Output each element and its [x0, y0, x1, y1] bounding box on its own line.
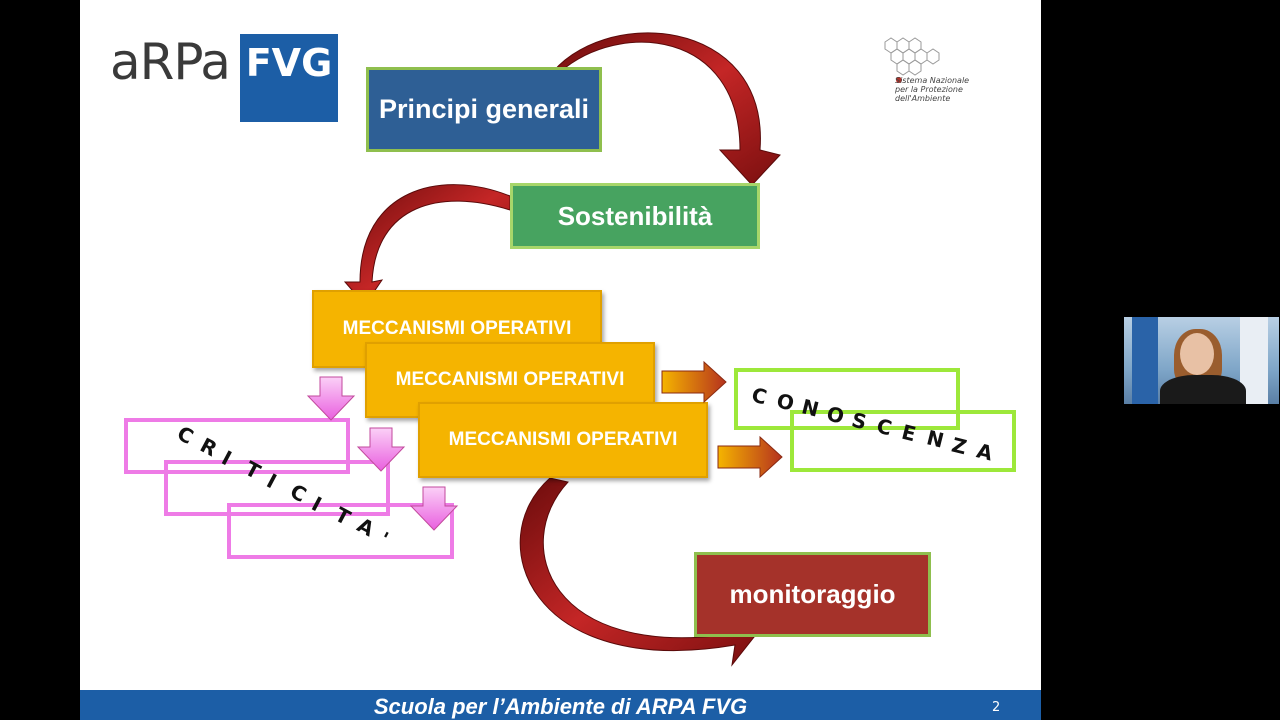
presenter-body — [1160, 375, 1246, 404]
criticita-frame-3 — [227, 503, 454, 559]
arpa-fvg-logo: aRPa FVG — [110, 34, 340, 124]
right-arrow-1 — [661, 360, 727, 404]
straight-arrows — [306, 360, 783, 531]
presenter-face — [1180, 333, 1214, 375]
down-arrow-3 — [409, 486, 459, 531]
logo-fvg-box: FVG — [240, 34, 338, 122]
monitoraggio-box: monitoraggio — [694, 552, 931, 637]
down-arrow-1 — [306, 376, 356, 421]
hexagon-cluster-icon — [884, 37, 940, 83]
curved-arrow-1 — [547, 32, 781, 186]
criticita-frame-1 — [124, 418, 350, 474]
presenter-video-thumbnail[interactable] — [1124, 317, 1279, 404]
meccanismi-operativi-box-3: MECCANISMI OPERATIVI — [418, 402, 708, 478]
meccanismi-operativi-box-1: MECCANISMI OPERATIVI — [312, 290, 602, 368]
sostenibilita-box: Sostenibilità — [510, 183, 760, 249]
slide-footer: Scuola per l’Ambiente di ARPA FVG 2 — [80, 690, 1041, 720]
footer-title: Scuola per l’Ambiente di ARPA FVG — [373, 694, 748, 719]
criticita-frame-2 — [164, 460, 390, 516]
snpa-text: Sistema Nazionale per la Protezione dell… — [895, 76, 970, 103]
snpa-logo: Sistema Nazionale per la Protezione dell… — [875, 34, 995, 106]
conoscenza-frame-1 — [734, 368, 960, 430]
curved-arrow-3 — [519, 477, 759, 667]
page-number: 2 — [992, 700, 1001, 715]
logo-arpa-text: aRPa — [110, 33, 231, 91]
principi-generali-box: Principi generali — [366, 67, 602, 152]
down-arrow-2 — [356, 427, 406, 472]
background-banner-left — [1132, 317, 1158, 404]
slide: aRPa FVG Sistema Nazionale per la Protez… — [80, 0, 1041, 720]
curved-arrows — [343, 32, 781, 667]
conoscenza-frame-2 — [790, 410, 1016, 472]
right-arrow-2 — [717, 435, 783, 479]
